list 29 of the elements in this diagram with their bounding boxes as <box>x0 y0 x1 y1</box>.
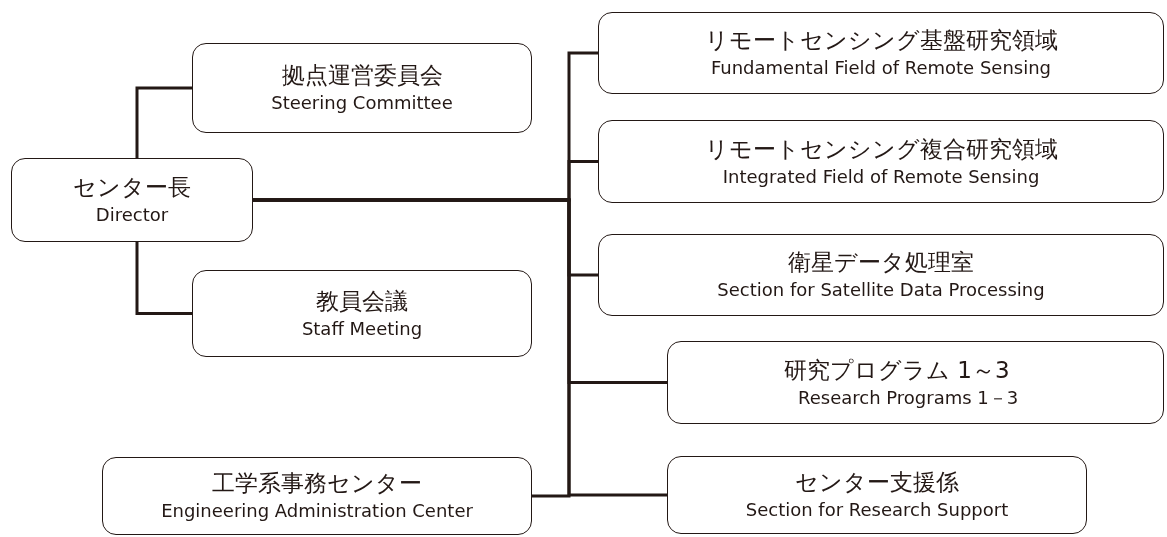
org-box <box>192 270 532 357</box>
english-name: Fundamental Field of Remote Sensing <box>710 56 1052 80</box>
org-box <box>598 120 1164 203</box>
english-name: Section for Research Support <box>745 498 1009 522</box>
english-name: Staff Meeting <box>301 316 423 341</box>
japanese-name: 研究プログラム 1～3 <box>784 355 1010 385</box>
japanese-name: リモートセンシング基盤研究領域 <box>704 26 1058 55</box>
org-box <box>192 43 532 133</box>
english-name: Section for Satellite Data Processing <box>717 278 1045 302</box>
org-box <box>11 158 253 242</box>
english-name: Director <box>95 203 169 227</box>
org-box <box>667 341 1164 424</box>
japanese-name: センター支援係 <box>795 468 959 497</box>
japanese-name: センター長 <box>73 173 191 202</box>
connector-line <box>135 86 192 158</box>
japanese-name: 教員会議 <box>316 286 408 316</box>
connector-line <box>135 242 192 315</box>
english-name: Integrated Field of Remote Sensing <box>722 164 1040 189</box>
org-box <box>598 234 1164 316</box>
org-box <box>102 457 532 535</box>
japanese-name: リモートセンシング複合研究領域 <box>704 134 1058 164</box>
japanese-name: 工学系事務センター <box>212 469 422 498</box>
org-box <box>598 12 1164 94</box>
english-name: Research Programs 1－3 <box>798 385 1019 410</box>
org-box <box>667 456 1087 534</box>
japanese-name: 拠点運営委員会 <box>281 61 443 90</box>
english-name: Steering Committee <box>271 91 453 115</box>
japanese-name: 衛星データ処理室 <box>788 248 974 277</box>
english-name: Engineering Administration Center <box>161 499 473 523</box>
